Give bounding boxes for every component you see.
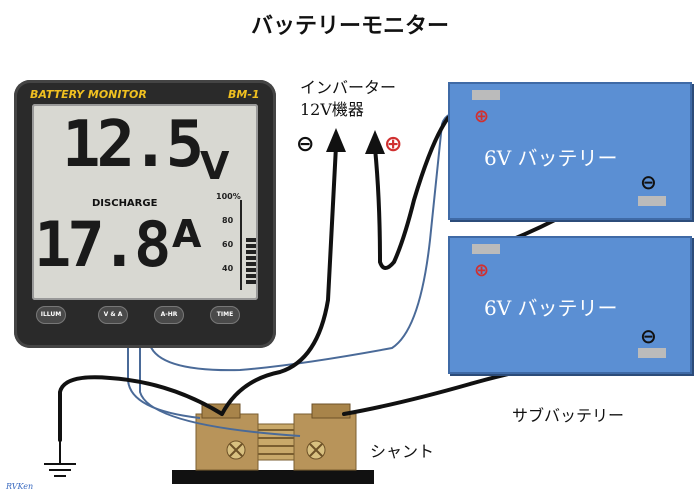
battery-bottom-pos-post <box>472 244 500 254</box>
volt-amp-button[interactable]: V & A <box>98 306 128 324</box>
battery-top-plus: ⊕ <box>474 106 490 127</box>
battery-bottom-label: 6V バッテリー <box>484 296 618 320</box>
plus-symbol: ⊕ <box>384 132 403 157</box>
scale-tick-100: 100% <box>216 192 241 201</box>
battery-bottom-neg-post <box>638 348 666 358</box>
battery-monitor: BATTERY MONITOR BM-1 12.5 V DISCHARGE 17… <box>14 80 276 348</box>
current-unit: A <box>172 212 202 256</box>
scale-tick-40: 40 <box>222 264 234 273</box>
battery-bottom-minus: ⊖ <box>640 324 657 348</box>
current-readout: 17.8 <box>34 208 171 281</box>
shunt-right-block <box>293 413 357 471</box>
inverter-label: インバーター <box>300 78 397 97</box>
scale-tick-60: 60 <box>222 240 234 249</box>
scale-axis <box>240 200 242 290</box>
scale-tick-80: 80 <box>222 216 234 225</box>
battery-top: ⊕ 6V バッテリー ⊖ <box>448 82 692 220</box>
device-label: 12V機器 <box>300 100 364 119</box>
shunt-bolt-left <box>226 440 246 460</box>
battery-top-pos-post <box>472 90 500 100</box>
shunt-left-block <box>195 413 259 471</box>
battery-bottom-plus: ⊕ <box>474 260 490 281</box>
ground-symbol <box>44 440 76 477</box>
diagram-title: バッテリーモニター <box>250 14 449 39</box>
amp-hour-button[interactable]: A-HR <box>154 306 184 324</box>
mode-label: DISCHARGE <box>92 198 158 209</box>
battery-bottom: ⊕ 6V バッテリー ⊖ <box>448 236 692 374</box>
monitor-brand: BATTERY MONITOR <box>30 88 147 101</box>
battery-top-neg-post <box>638 196 666 206</box>
shunt-fins <box>258 429 294 455</box>
lcd-display: 12.5 V DISCHARGE 17.8 A 100% 80 60 40 <box>32 104 258 300</box>
shunt-bolt-right <box>306 440 326 460</box>
sub-battery-label: サブバッテリー <box>512 406 625 425</box>
watermark: RVKen <box>6 482 34 491</box>
voltage-unit: V <box>200 144 230 188</box>
voltage-readout: 12.5 <box>62 108 204 182</box>
inverter-minus-wire <box>220 144 338 416</box>
shunt-label: シャント <box>370 442 435 461</box>
monitor-model: BM-1 <box>228 88 260 101</box>
sense-wire-2 <box>139 345 301 437</box>
ground-wire <box>58 375 224 442</box>
arrow-minus <box>326 128 346 152</box>
battery-top-minus: ⊖ <box>640 170 657 194</box>
illum-button[interactable]: ILLUM <box>36 306 66 324</box>
time-button[interactable]: TIME <box>210 306 240 324</box>
shunt-base <box>172 470 374 484</box>
battery-top-label: 6V バッテリー <box>484 146 618 170</box>
arrow-plus <box>365 130 385 154</box>
minus-symbol: ⊖ <box>296 132 315 157</box>
level-bars <box>246 238 256 284</box>
